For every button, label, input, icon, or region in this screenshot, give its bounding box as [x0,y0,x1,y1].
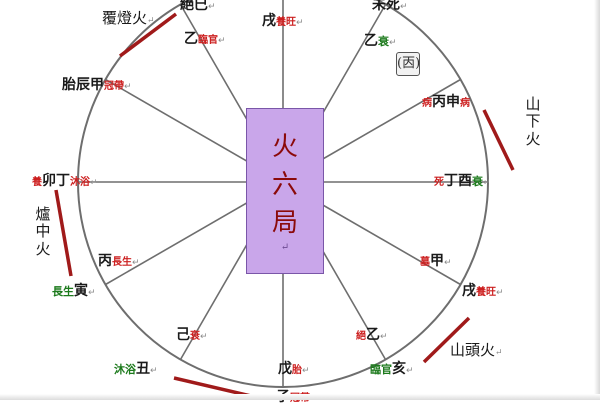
pair-bar-top-left [118,12,178,58]
cell-top-center: 戌養旺↵ [262,13,304,29]
return-mark: ↵ [280,241,290,253]
cell-right-lo: 墓甲↵ [420,253,452,269]
center-char-2: 六 [271,170,298,201]
cell-right-hi: 病丙申病 [422,94,470,110]
cell-top-left-edge: 絕巳↵ [180,0,216,13]
cell-lower-right: 絕乙↵ [356,327,388,343]
center-char-1: 火 [271,132,298,163]
element-top-left: 覆燈火↵ [102,9,155,27]
cell-left-btm: 長生寅↵ [52,283,96,299]
element-right-upper: 山 下 火 [525,95,541,148]
cell-left-hi: 胎辰甲冠帶↵ [62,77,132,93]
cell-top-right-edge: 未死↵ [372,0,408,13]
center-char-3: 局 [271,207,298,238]
cell-bottom-right: 臨官亥↵ [370,361,414,377]
cell-right-mid: 死丁酉衰↵ [434,173,491,189]
pair-bar-bottom-right [422,316,471,364]
cell-left-lo: 丙長生↵ [98,253,140,269]
cell-bottom-center: 戊胎↵ [278,361,310,377]
page-shadow-bottom [0,394,600,400]
cell-upper-right: 乙衰↵ [364,33,397,49]
cell-right-btm: 戌養旺↵ [462,283,504,299]
pair-bar-right-upper [482,109,515,171]
cell-bottom-left: 沐浴丑↵ [114,361,158,377]
center-box: 火 六 局 ↵ [246,108,324,274]
cell-upper-left: 乙臨官↵ [184,31,226,47]
cell-left-mid: 養卯丁沐浴↵ [32,173,98,189]
shape-anchor-icon[interactable]: (㐁) [396,52,420,76]
page-shadow-right [594,0,600,400]
pair-bar-left [54,189,73,277]
element-bottom-right: 山頭火↵ [450,341,503,359]
cell-lower-left: 己衰↵ [176,327,208,343]
element-left: 爐 中 火 [35,205,51,258]
